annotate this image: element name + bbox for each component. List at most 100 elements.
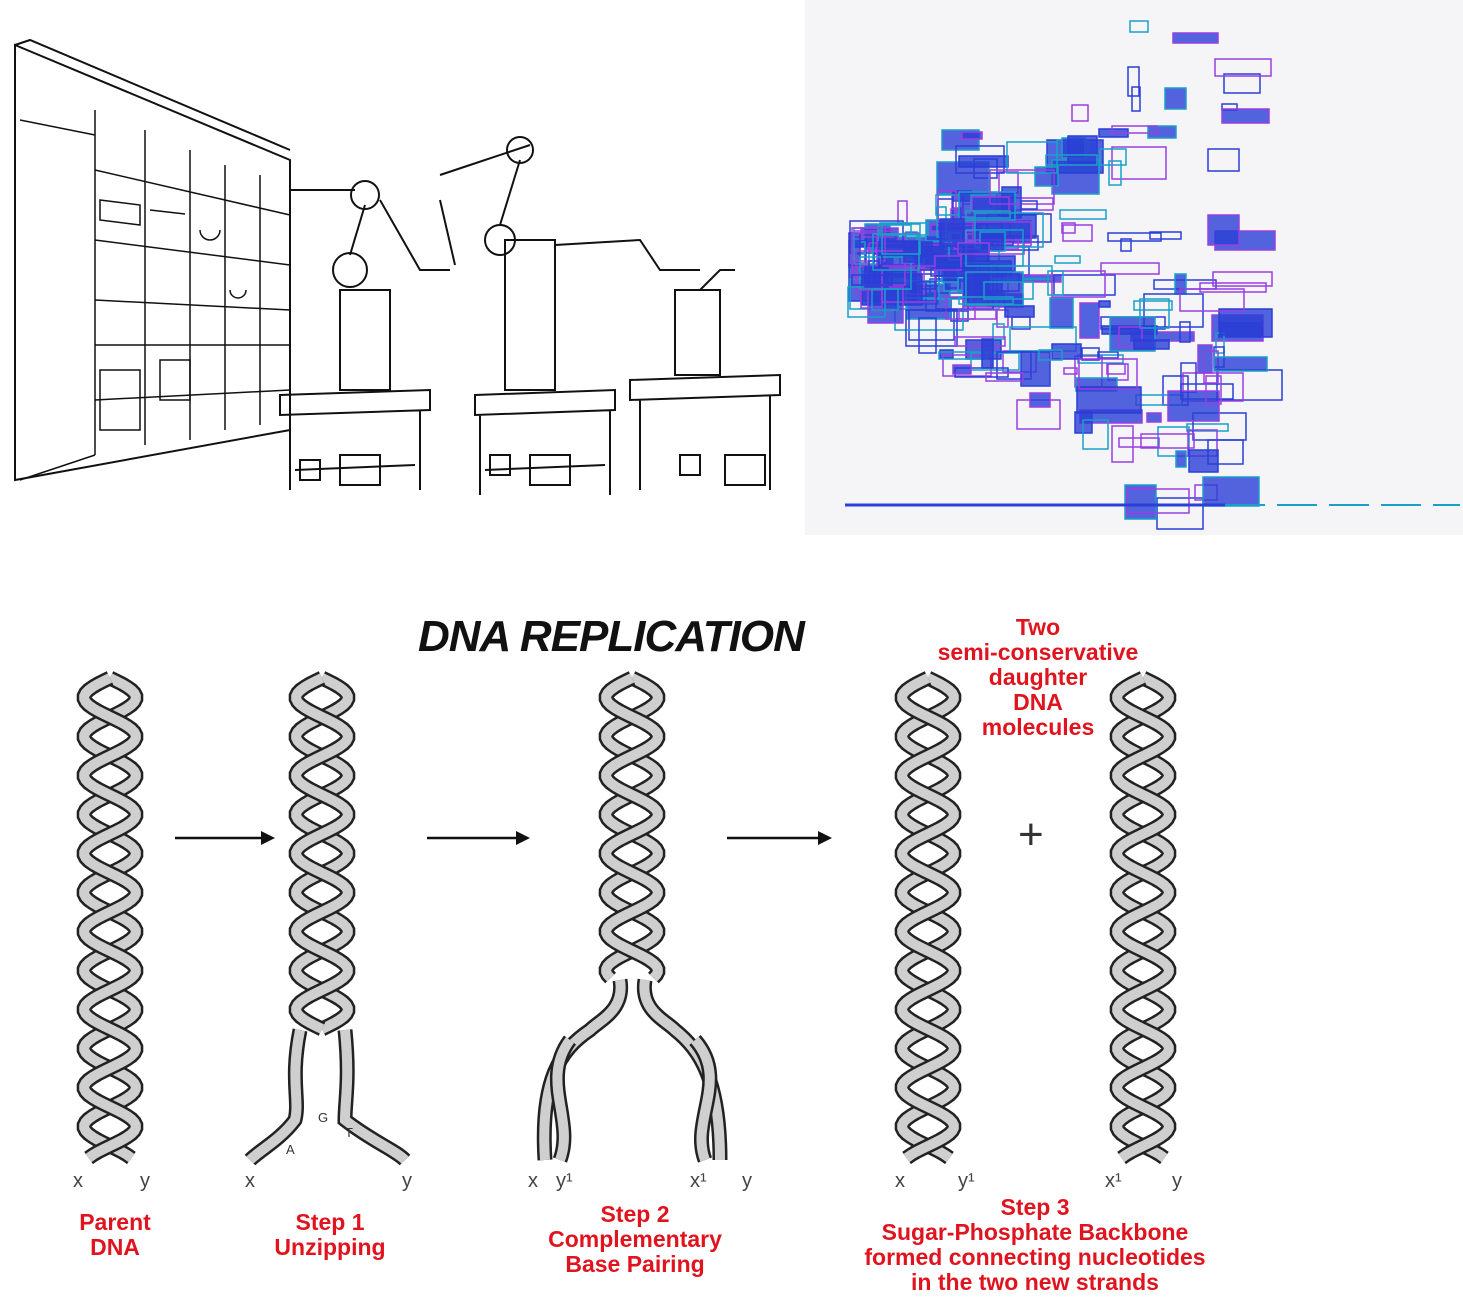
circuit-block	[1108, 160, 1122, 186]
circuit-block	[1223, 73, 1261, 94]
circuit-block	[955, 145, 1005, 174]
circuit-block	[965, 271, 1024, 306]
circuit-block	[1051, 270, 1106, 298]
circuit-block	[851, 274, 893, 286]
circuit-block	[1124, 484, 1157, 520]
circuit-block	[1175, 450, 1187, 468]
circuit-block	[1133, 339, 1170, 350]
strand-end-label: x	[528, 1170, 538, 1192]
circuit-block	[1213, 356, 1268, 372]
circuit-block	[1062, 224, 1093, 242]
circuit-block	[1131, 86, 1141, 112]
daughter-dna-helix-right	[1109, 671, 1177, 1165]
circuit-block	[1118, 437, 1160, 448]
circuit-block	[930, 267, 965, 277]
strand-end-label: y	[1172, 1170, 1182, 1192]
circuit-block	[1071, 104, 1089, 122]
circuit-block	[1020, 200, 1038, 210]
circuit-block	[1214, 58, 1272, 77]
daughter-molecules-label: Two semi-conservative daughter DNA molec…	[937, 614, 1139, 740]
circuit-block	[1053, 274, 1116, 296]
circuit-block	[1107, 363, 1129, 381]
circuit-block	[1221, 108, 1270, 124]
circuit-block	[1140, 433, 1195, 449]
circuit-block	[1207, 439, 1244, 465]
circuit-block	[1029, 392, 1051, 408]
circuit-block	[1147, 125, 1177, 139]
circuit-block	[1099, 148, 1127, 166]
circuit-block	[1120, 238, 1132, 252]
circuit-block	[989, 169, 1055, 205]
strand-end-label: y	[140, 1170, 150, 1192]
circuit-block	[905, 309, 958, 347]
circuit-block	[1045, 154, 1098, 166]
circuit-block	[934, 255, 962, 271]
circuit-block	[1157, 426, 1190, 457]
circuit-block	[1059, 209, 1107, 220]
step1-helix	[288, 671, 356, 1036]
circuit-block	[1098, 300, 1111, 308]
circuit-block	[985, 372, 1024, 382]
circuit-block	[1076, 386, 1142, 414]
circuit-block	[1199, 282, 1267, 293]
strand-end-label: y	[742, 1170, 752, 1192]
circuit-block	[965, 210, 1011, 219]
circuit-block	[952, 364, 972, 375]
daughter-dna-helix-left	[894, 671, 962, 1165]
circuit-block	[1038, 349, 1063, 361]
circuit-block	[1167, 390, 1220, 422]
circuit-block	[881, 223, 921, 255]
circuit-block	[913, 281, 936, 290]
circuit-block	[1197, 344, 1213, 374]
strand-end-label: y	[402, 1170, 412, 1192]
circuit-block	[957, 242, 990, 255]
circuit-block	[1020, 351, 1051, 387]
strand-end-label: x	[245, 1170, 255, 1192]
circuit-block	[1188, 449, 1219, 473]
circuit-block	[939, 349, 954, 359]
circuit-block	[1111, 146, 1167, 180]
circuit-block	[1179, 288, 1245, 312]
step2-helix	[598, 671, 666, 984]
circuit-block	[1126, 488, 1190, 514]
strand-end-label: y¹	[556, 1170, 573, 1192]
base-label: G	[318, 1110, 329, 1125]
circuit-block	[970, 352, 1020, 371]
circuit-block	[1127, 66, 1140, 97]
arrow-icon	[727, 831, 832, 845]
strand-end-label: x	[73, 1170, 83, 1192]
circuit-layout-diagram	[805, 0, 1463, 535]
circuit-block	[1179, 321, 1191, 343]
circuit-block	[1212, 271, 1273, 287]
circuit-block	[879, 222, 929, 236]
circuit-block	[1051, 343, 1082, 360]
circuit-block	[1081, 347, 1100, 361]
arrow-icon	[427, 831, 530, 845]
step3-label: Step 3 Sugar-Phosphate Backbone formed c…	[864, 1194, 1206, 1295]
circuit-block	[1180, 383, 1234, 400]
circuit-block	[1139, 298, 1170, 329]
circuit-block	[1111, 425, 1134, 463]
circuit-block	[1207, 214, 1240, 246]
strand-end-label: x	[895, 1170, 905, 1192]
circuit-block	[1149, 231, 1182, 240]
circuit-block	[1067, 135, 1098, 164]
circuit-block	[1207, 148, 1240, 172]
strand-end-label: x¹	[1105, 1170, 1122, 1192]
circuit-block	[1133, 300, 1173, 311]
robot-lab-illustration	[0, 0, 795, 515]
arrow-icon	[175, 831, 275, 845]
parent-dna-helix	[76, 671, 144, 1165]
circuit-block	[1004, 305, 1035, 318]
circuit-block	[961, 131, 983, 140]
circuit-block	[1054, 255, 1081, 264]
circuit-block	[1006, 141, 1058, 174]
circuit-block	[1034, 166, 1059, 187]
circuit-block	[958, 309, 997, 320]
plus-sign: +	[1018, 810, 1044, 859]
strand-end-label: x¹	[690, 1170, 707, 1192]
base-label: T	[345, 1125, 353, 1140]
circuit-block	[992, 323, 1005, 340]
circuit-block	[939, 218, 965, 247]
circuit-block	[1146, 412, 1162, 423]
